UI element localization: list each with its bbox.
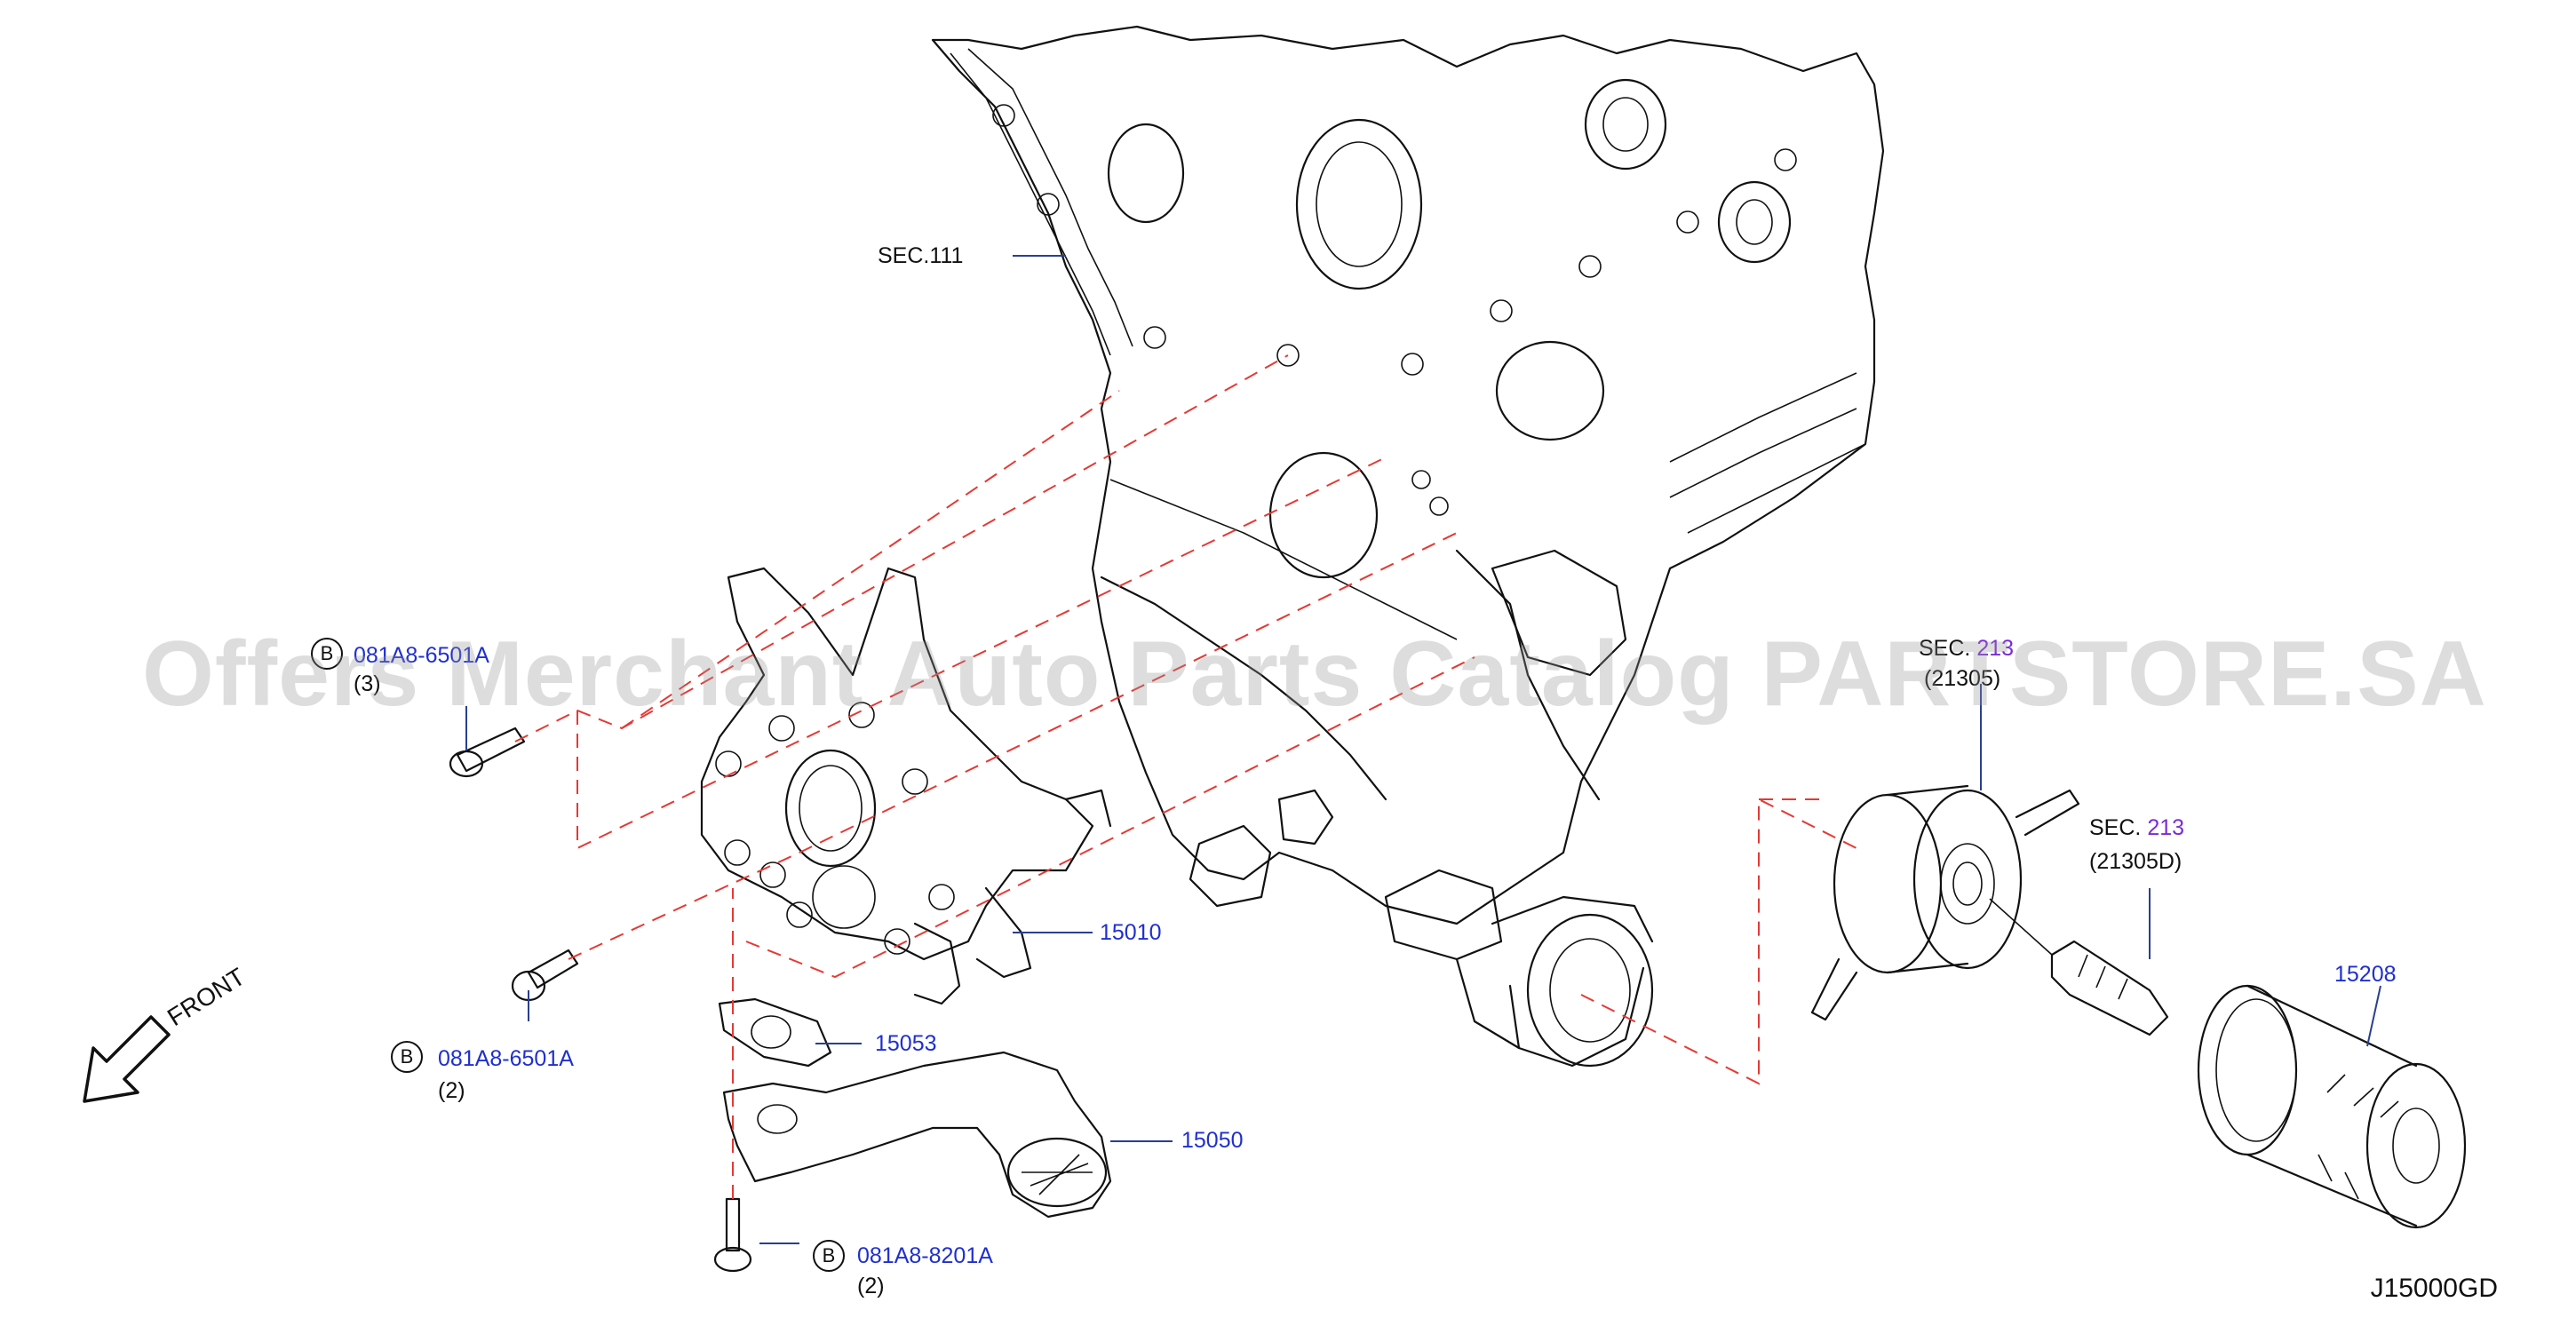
oil-cooler-illustration	[1810, 784, 2080, 1021]
bolt-illustration-2	[511, 949, 579, 1002]
diagram-code: J15000GD	[2370, 1274, 2498, 1303]
sec213-cooler-link[interactable]: 213	[1976, 636, 2015, 661]
part-link-oil-pump[interactable]: 15010	[1100, 920, 1162, 945]
part-link-bolt-2[interactable]: 081A8-6501A	[438, 1046, 574, 1071]
sec213-connector-label: SEC. 213	[2089, 817, 2184, 839]
part-link-strainer[interactable]: 15050	[1181, 1128, 1244, 1153]
bolt-marker-b-2: B	[391, 1041, 423, 1073]
assembly-guide-lines	[514, 354, 1857, 1199]
sec111-label: SEC.111	[878, 243, 964, 268]
sec213-cooler-label: SEC. 213	[1919, 638, 2014, 660]
bolt-illustration-1	[449, 726, 526, 778]
sec213-cooler-code: (21305)	[1924, 666, 2001, 691]
bolt-marker-b-1: B	[311, 638, 343, 670]
part-link-oil-filter[interactable]: 15208	[2334, 962, 2397, 987]
bolt-qty-1: (3)	[354, 671, 381, 696]
part-link-bolt-3[interactable]: 081A8-8201A	[857, 1243, 993, 1268]
part-link-bolt-1[interactable]: 081A8-6501A	[354, 643, 489, 668]
bolt-marker-b-3: B	[813, 1240, 845, 1272]
front-arrow-icon	[83, 1015, 171, 1103]
oil-strainer-illustration	[722, 1051, 1112, 1219]
sec213-cooler-prefix: SEC.	[1919, 636, 1971, 661]
sec213-connector-prefix: SEC.	[2089, 815, 2142, 840]
sec213-connector-link[interactable]: 213	[2147, 815, 2185, 840]
oil-pump-illustration	[700, 567, 1112, 1005]
callout-leaders	[465, 255, 2381, 1244]
engine-block-illustration	[931, 25, 1885, 1068]
bolt-qty-2: (2)	[438, 1078, 465, 1103]
bolt-illustration-3	[713, 1197, 752, 1273]
part-link-gasket[interactable]: 15053	[875, 1031, 937, 1056]
gasket-illustration	[718, 997, 832, 1068]
oil-connector-illustration	[1989, 898, 2169, 1036]
bolt-qty-3: (2)	[857, 1274, 885, 1298]
sec213-connector-code: (21305D)	[2089, 849, 2182, 874]
oil-filter-illustration	[2197, 984, 2467, 1229]
